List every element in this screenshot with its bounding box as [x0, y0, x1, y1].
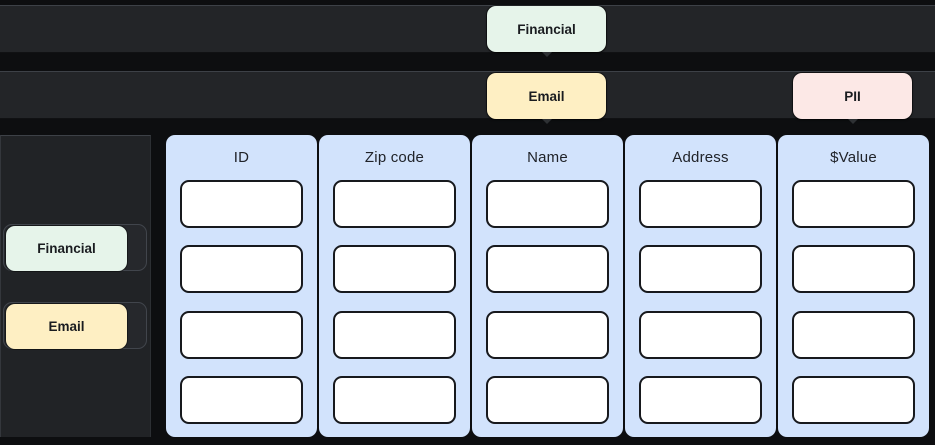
cell [792, 180, 915, 228]
tag-label: Email [528, 88, 565, 104]
column-name[interactable]: Name [472, 135, 623, 437]
tag-pointer-icon [541, 119, 552, 124]
cell [486, 245, 609, 294]
cell [180, 180, 303, 228]
cell [486, 310, 609, 359]
column-id[interactable]: ID [166, 135, 317, 437]
column-header: ID [233, 149, 250, 166]
cell [333, 310, 456, 359]
tag-label: Financial [517, 21, 576, 37]
cell [333, 180, 456, 228]
tag-email-side[interactable]: Email [6, 304, 127, 349]
tag-pii-top[interactable]: PII [793, 73, 912, 124]
cell [639, 375, 762, 424]
column--value[interactable]: $Value [778, 135, 929, 437]
cell [639, 245, 762, 294]
cell [639, 180, 762, 228]
tag-pointer-icon [847, 119, 858, 124]
cell [792, 310, 915, 359]
column-header: Address [672, 149, 729, 166]
cell [180, 245, 303, 294]
cell [486, 180, 609, 228]
cell [792, 375, 915, 424]
tag-label: PII [844, 88, 861, 104]
column-header: Zip code [364, 149, 425, 166]
tag-label: Email [48, 319, 85, 334]
cell [333, 375, 456, 424]
column-header: Name [527, 149, 568, 166]
column-address[interactable]: Address [625, 135, 776, 437]
cell [792, 245, 915, 294]
cell [180, 310, 303, 359]
top-lane-2: Email PII [0, 71, 935, 124]
tag-pointer-icon [541, 52, 552, 57]
cell [639, 310, 762, 359]
top-lane-1: Financial [0, 5, 935, 57]
cell [486, 375, 609, 424]
column-header: $Value [830, 149, 877, 166]
tag-label: Financial [37, 241, 96, 256]
cell [333, 245, 456, 294]
tag-email-top[interactable]: Email [487, 73, 606, 124]
tag-financial-top[interactable]: Financial [487, 6, 606, 57]
tag-financial-side[interactable]: Financial [6, 226, 127, 271]
cell [180, 375, 303, 424]
side-lane: Financial Email [0, 135, 151, 437]
column-zip-code[interactable]: Zip code [319, 135, 470, 437]
